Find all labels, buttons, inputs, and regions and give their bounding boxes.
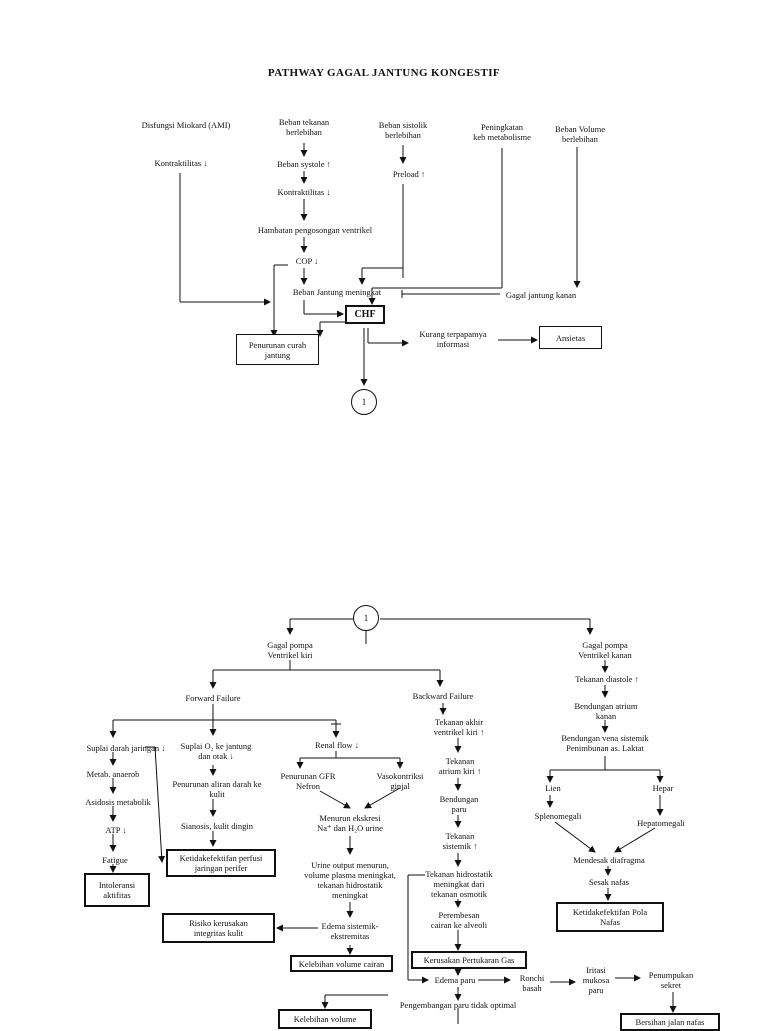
node-gagal-pompa-kanan: Gagal pompa Ventrikel kanan xyxy=(578,640,632,660)
node-beban-volume: Beban Volume berlebihan xyxy=(555,124,605,144)
node-penurunan-curah-jantung: Penurunan curah jantung xyxy=(236,334,319,365)
node-perembesan: Perembesan cairan ke alveoli xyxy=(430,910,488,930)
node-tekanan-akhir: Tekanan akhir ventrikel kiri ↑ xyxy=(433,717,485,737)
node-bersihan-jalan-nafas: Bersihan jalan nafas xyxy=(620,1013,720,1031)
node-cop: COP ↓ xyxy=(295,256,319,266)
node-bendungan-paru: Bendungan paru xyxy=(439,794,479,814)
node-forward-failure: Forward Failure xyxy=(185,693,241,703)
node-suplai-darah-jaringan: Suplai darah jaringan ↓ xyxy=(86,743,166,753)
node-asidosis-metabolik: Asidosis metabolik xyxy=(85,797,151,807)
node-beban-jantung: Beban Jantung meningkat xyxy=(292,287,382,297)
node-hepatomegali: Hepatomegali xyxy=(637,818,685,828)
node-menurun-ekskresi: Menurun ekskresi Na⁺ dan H₂O urine xyxy=(317,813,383,833)
node-tekanan-atrium: Tekanan atrium kiri ↑ xyxy=(438,756,482,776)
node-suplai-o2: Suplai O₂ ke jantung dan otak ↓ xyxy=(180,741,252,761)
node-risiko-kerusakan: Risiko kerusakan integritas kulit xyxy=(162,913,275,943)
node-beban-sistolik: Beban sistolik berlebihan xyxy=(378,120,428,140)
node-splenomegali: Splenomegali xyxy=(534,811,582,821)
connector-1-top: 1 xyxy=(351,389,377,415)
node-ketidakefektifan-pola-nafas: Ketidakefektifan Pola Nafas xyxy=(556,902,664,932)
node-vasokontriksi: Vasokontriksi ginjal xyxy=(376,771,424,791)
node-intoleransi-aktifitas: Intoleransi aktifitas xyxy=(84,873,150,907)
node-tekanan-diastole: Tekanan diastole ↑ xyxy=(575,674,639,684)
node-tekanan-sistemik: Tekanan sistemik ↑ xyxy=(442,831,478,851)
node-preload: Preload ↑ xyxy=(392,169,426,179)
node-ansietas: Ansietas xyxy=(539,326,602,349)
node-bendungan-atrium: Bendungan atrium kanan xyxy=(574,701,638,721)
node-beban-tekanan: Beban tekanan berlebihan xyxy=(278,117,330,137)
node-edema-paru: Edema paru xyxy=(434,975,476,985)
node-urine-output: Urine output menurun, volume plasma meni… xyxy=(304,860,396,900)
connector-1-bottom: 1 xyxy=(353,605,379,631)
node-iritasi-mukosa: Iritasi mukosa paru xyxy=(582,965,610,995)
page-title: PATHWAY GAGAL JANTUNG KONGESTIF xyxy=(267,67,501,79)
node-kontraktilitas-a: Kontraktilitas ↓ xyxy=(154,158,208,168)
node-sianosis: Sianosis, kulit dingin xyxy=(180,821,254,831)
node-hambatan-pengosongan: Hambatan pengosongan ventrikel xyxy=(257,225,373,235)
node-kurang-informasi: Kurang terpapamya informasi xyxy=(419,329,487,349)
node-kerusakan-pertukaran-gas: Kerusakan Pertukaran Gas xyxy=(411,951,527,969)
node-lien: Lien xyxy=(545,783,561,793)
node-mendesak-diafragma: Mendesak diafragma xyxy=(573,855,645,865)
node-edema-sistemik: Edema sistemik- ekstremitas xyxy=(321,921,379,941)
node-kontraktilitas-b: Kontraktilitas ↓ xyxy=(277,187,331,197)
node-ketidakefektifan-perfusi: Ketidakefektifan perfusi jaringan perife… xyxy=(166,849,276,877)
node-backward-failure: Backward Failure xyxy=(412,691,474,701)
node-metab-anaerob: Metab. anaerob xyxy=(86,769,140,779)
node-gagal-pompa-kiri: Gagal pompa Ventrikel kiri xyxy=(267,640,313,660)
node-beban-systole: Beban systole ↑ xyxy=(277,159,331,169)
node-chf: CHF xyxy=(345,305,385,324)
node-penumpukan-sekret: Penumpukan sekret xyxy=(648,970,694,990)
node-penurunan-aliran: Penurunan aliran darah ke kulit xyxy=(172,779,262,799)
node-hepar: Hepar xyxy=(652,783,674,793)
node-fatigue: Fatigue xyxy=(102,855,128,865)
node-gagal-jantung-kanan: Gagal jantung kanan xyxy=(505,290,577,300)
node-atp: ATP ↓ xyxy=(105,825,127,835)
node-peningkatan-metabolisme: Peningkatan keb metabolisme xyxy=(473,122,531,142)
node-kelebihan-volume-bottom: Kelebihan volume xyxy=(278,1009,372,1029)
node-penurunan-gfr: Penurunan GFR Nefron xyxy=(280,771,336,791)
node-ronchi-basah: Ronchi basah xyxy=(519,973,545,993)
node-tekanan-hidrostatik: Tekanan hidrostatik meningkat dari tekan… xyxy=(425,869,493,899)
node-disfungsi-miokard: Disfungsi Miokard (AMI) xyxy=(141,120,231,130)
node-bendungan-vena: Bendungan vena sistemik Penimbunan as. L… xyxy=(561,733,649,753)
node-sesak-nafas: Sesak nafas xyxy=(589,877,629,887)
node-kelebihan-volume-cairan: Kelebihan volume cairan xyxy=(290,955,393,972)
node-renal-flow: Renal flow ↓ xyxy=(315,740,359,750)
node-pengembangan-paru: Pengembangan paru tidak optimal xyxy=(399,1000,517,1010)
